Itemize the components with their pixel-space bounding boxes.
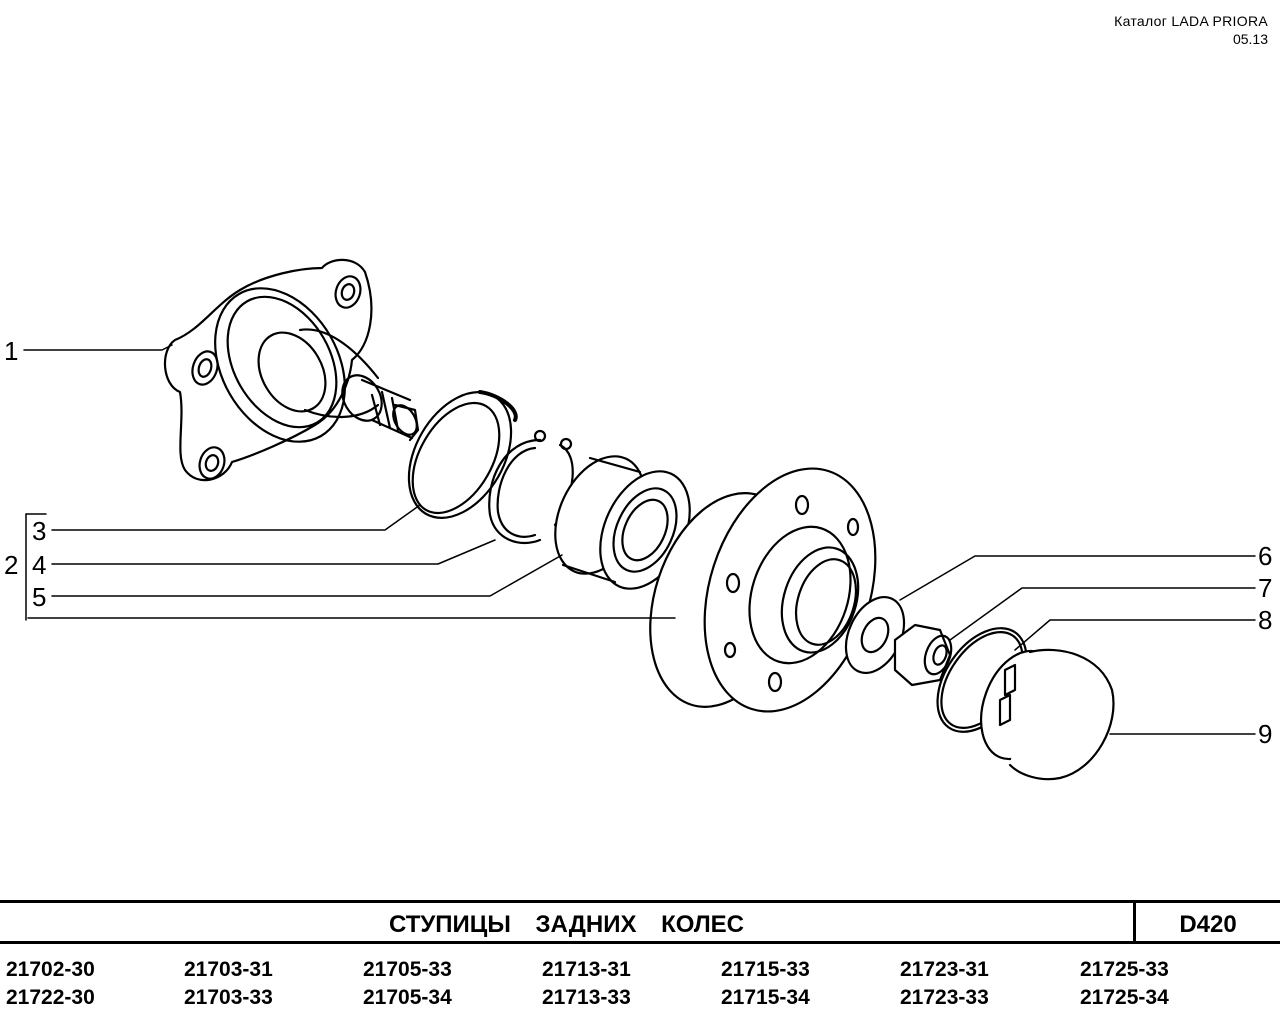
model-code: 21705-34	[363, 986, 452, 1009]
model-code: 21713-31	[542, 958, 631, 981]
model-code: 21715-34	[721, 986, 810, 1009]
callout-3: 3	[32, 516, 47, 546]
model-code: 21725-33	[1080, 958, 1169, 981]
model-code: 21703-33	[184, 986, 273, 1009]
nut-part	[893, 623, 953, 687]
catalog-name: Каталог LADA PRIORA	[1114, 13, 1268, 29]
model-code: 21703-31	[184, 958, 273, 981]
callout-8: 8	[1258, 605, 1273, 635]
axle-flange-part	[163, 258, 420, 482]
callout-7: 7	[1258, 573, 1273, 603]
hub-cap-part	[980, 648, 1115, 781]
model-code: 21723-31	[900, 958, 989, 981]
callout-4: 4	[32, 550, 47, 580]
page-title: СТУПИЦЫ ЗАДНИХ КОЛЕС	[388, 911, 745, 938]
seal-ring-part	[407, 390, 518, 519]
model-code: 21725-34	[1080, 986, 1169, 1009]
washer-part	[844, 596, 906, 674]
model-code: 21702-30	[6, 958, 95, 981]
callout-1: 1	[4, 336, 19, 366]
model-code: 21715-33	[721, 958, 810, 981]
callout-5: 5	[32, 582, 47, 612]
callout-6: 6	[1258, 541, 1273, 571]
title-bar: СТУПИЦЫ ЗАДНИХ КОЛЕС D420	[0, 900, 1280, 944]
retaining-ring-part	[488, 429, 574, 545]
catalog-date: 05.13	[1232, 31, 1268, 47]
model-code: 21723-33	[900, 986, 989, 1009]
callout-2: 2	[4, 550, 19, 580]
leader-lines	[23, 344, 1256, 735]
model-code: 21722-30	[6, 986, 95, 1009]
catalog-header: Каталог LADA PRIORA 05.13	[1114, 12, 1268, 48]
section-code: D420	[1179, 911, 1237, 938]
model-code: 21705-33	[363, 958, 452, 981]
callout-9: 9	[1258, 719, 1273, 749]
title-divider	[1133, 900, 1136, 944]
exploded-parts-diagram	[23, 258, 1256, 781]
model-code: 21713-33	[542, 986, 631, 1009]
